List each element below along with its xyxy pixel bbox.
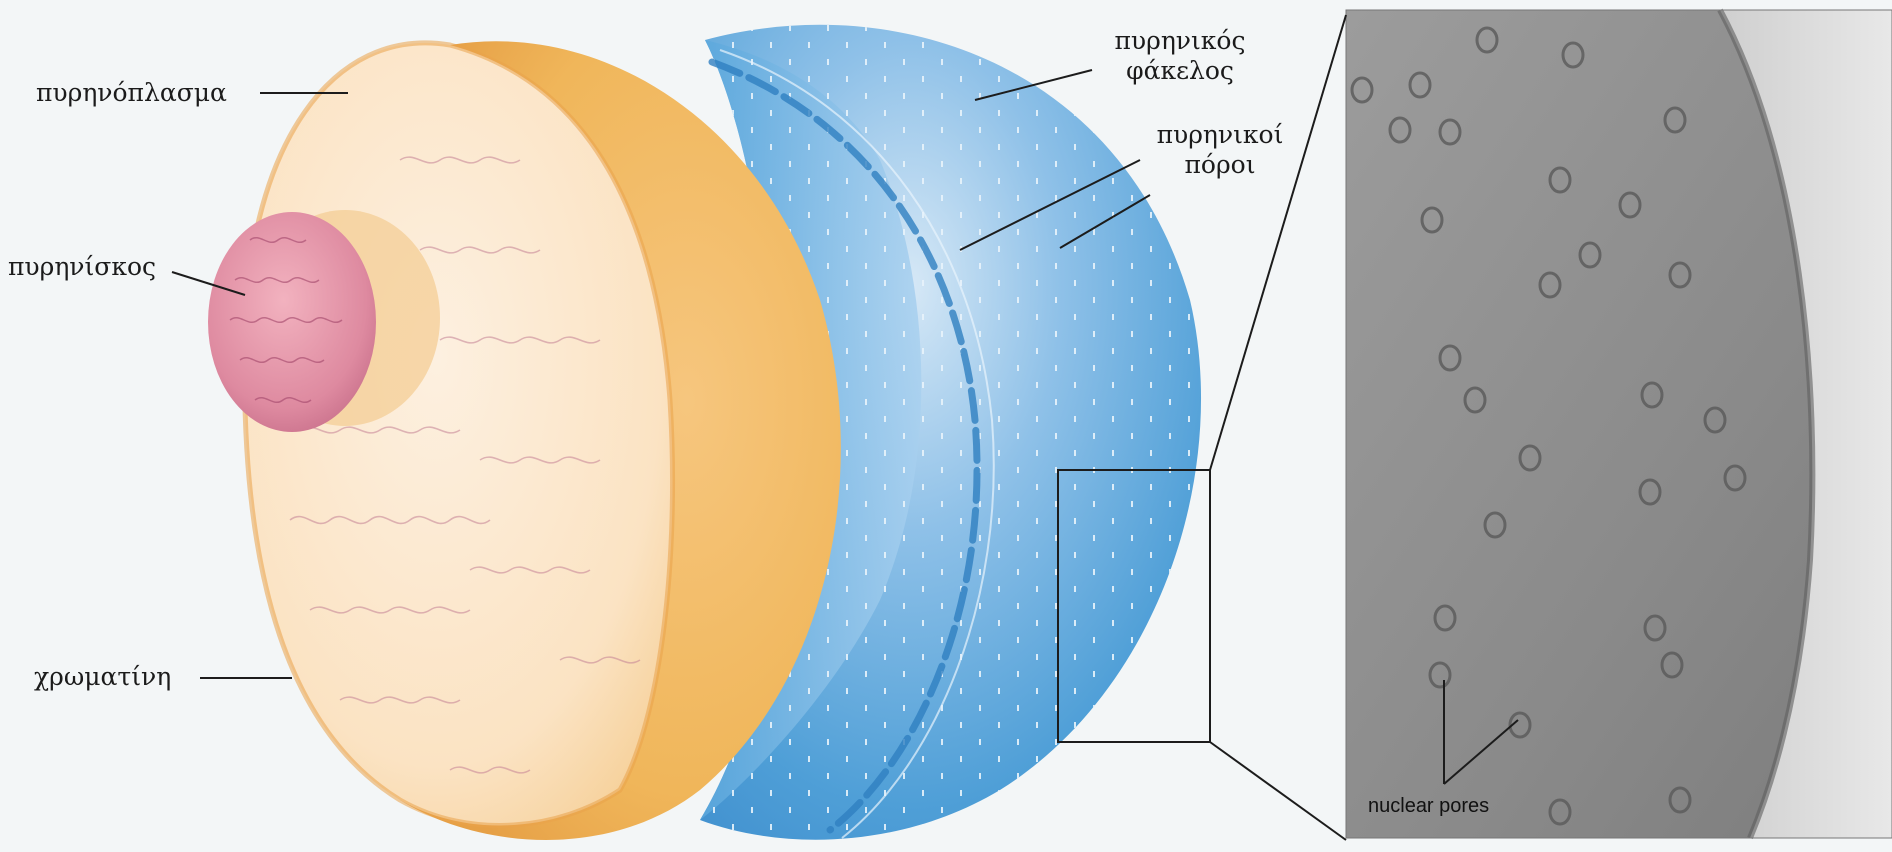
micrograph-caption: nuclear pores [1368,794,1489,818]
label-nuclear-pores-line1: πυρηνικοί [1130,120,1310,150]
label-nucleoplasm: πυρηνόπλασμα [36,78,227,108]
label-nuclear-pores: πυρηνικοί πόροι [1130,120,1310,180]
label-nuclear-envelope-line1: πυρηνικός [1090,26,1270,56]
label-nucleolus: πυρηνίσκος [8,252,156,282]
nucleolus-shape [208,210,440,432]
micrograph-panel [1346,10,1892,838]
label-nuclear-pores-line2: πόροι [1130,150,1310,180]
label-nuclear-envelope: πυρηνικός φάκελος [1090,26,1270,86]
label-chromatin: χρωματίνη [34,662,171,692]
label-nuclear-envelope-line2: φάκελος [1090,56,1270,86]
